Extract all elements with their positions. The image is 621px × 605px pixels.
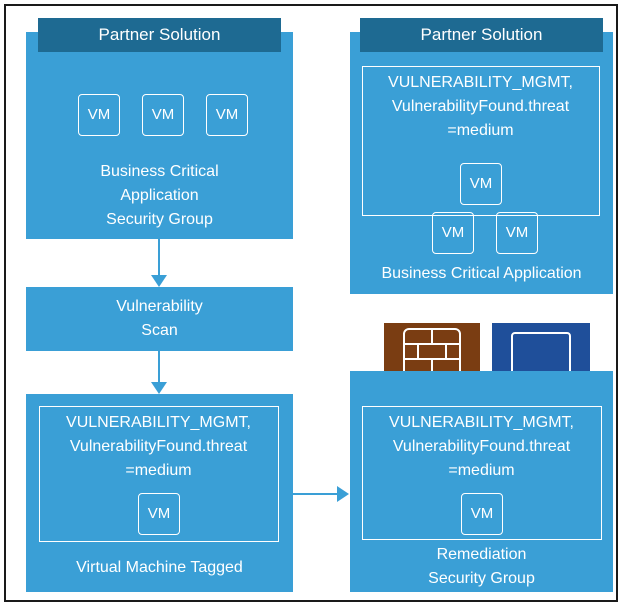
tag-text: VULNERABILITY_MGMT, VulnerabilityFound.t… xyxy=(40,411,277,483)
vm-box: VM xyxy=(496,212,538,254)
diagram-frame: Business Critical Application Security G… xyxy=(4,4,618,602)
label-line: Business Critical xyxy=(100,163,219,180)
business-critical-app-security-group-panel: Business Critical Application Security G… xyxy=(26,32,293,239)
label-line: Application xyxy=(120,187,199,204)
flow-arrow-line xyxy=(158,239,160,277)
label-line: Security Group xyxy=(428,570,535,587)
label-line: Security Group xyxy=(106,211,213,228)
label-line: Vulnerability xyxy=(116,298,203,315)
vm-box: VM xyxy=(138,493,180,535)
flow-arrow-head xyxy=(151,275,167,287)
vulnerability-scan-panel: Vulnerability Scan xyxy=(26,287,293,351)
vm-box: VM xyxy=(460,163,502,205)
vulnerability-tag-box: VULNERABILITY_MGMT, VulnerabilityFound.t… xyxy=(362,406,602,540)
virtual-machine-tagged-panel: VULNERABILITY_MGMT, VulnerabilityFound.t… xyxy=(26,394,293,592)
tag-text: VULNERABILITY_MGMT, VulnerabilityFound.t… xyxy=(363,71,598,143)
vulnerability-tag-box: VULNERABILITY_MGMT, VulnerabilityFound.t… xyxy=(39,406,279,542)
tag-line: VULNERABILITY_MGMT, xyxy=(388,74,573,91)
panel-label: Vulnerability Scan xyxy=(26,295,293,343)
panel-label: Business Critical Application Security G… xyxy=(26,160,293,232)
tag-line: =medium xyxy=(448,462,515,479)
vulnerability-tag-box: VULNERABILITY_MGMT, VulnerabilityFound.t… xyxy=(362,66,600,216)
partner-solution-header: Partner Solution xyxy=(360,18,603,52)
tag-line: VulnerabilityFound.threat xyxy=(391,98,570,115)
tag-line: =medium xyxy=(447,122,514,139)
flow-arrow-line xyxy=(158,351,160,382)
vm-box: VM xyxy=(432,212,474,254)
label-line: Remediation xyxy=(436,546,527,563)
tag-line: VULNERABILITY_MGMT, xyxy=(66,414,251,431)
flow-arrow-line xyxy=(293,493,339,495)
panel-label: Business Critical Application xyxy=(381,265,582,282)
vm-box: VM xyxy=(78,94,120,136)
tag-line: VulnerabilityFound.threat xyxy=(392,438,571,455)
panel-label: Virtual Machine Tagged xyxy=(76,559,243,576)
business-critical-application-panel: VULNERABILITY_MGMT, VulnerabilityFound.t… xyxy=(350,32,613,294)
vm-box: VM xyxy=(461,493,503,535)
vm-box: VM xyxy=(142,94,184,136)
partner-solution-header: Partner Solution xyxy=(38,18,281,52)
vm-box: VM xyxy=(206,94,248,136)
tag-line: VULNERABILITY_MGMT, xyxy=(389,414,574,431)
flow-arrow-head xyxy=(337,486,349,502)
panel-label: Remediation Security Group xyxy=(350,543,613,591)
tag-line: VulnerabilityFound.threat xyxy=(69,438,248,455)
tag-line: =medium xyxy=(125,462,192,479)
label-line: Scan xyxy=(141,322,178,339)
flow-arrow-head xyxy=(151,382,167,394)
remediation-security-group-panel: VULNERABILITY_MGMT, VulnerabilityFound.t… xyxy=(350,371,613,592)
tag-text: VULNERABILITY_MGMT, VulnerabilityFound.t… xyxy=(363,411,600,483)
